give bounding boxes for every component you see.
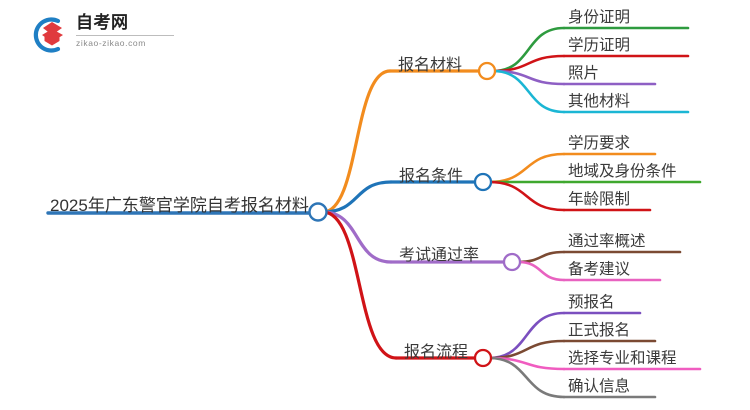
leaf-label-3-1: 正式报名 [568, 322, 631, 339]
leaf-label-0-2: 照片 [568, 65, 600, 82]
branch-node-3 [473, 348, 493, 368]
leaf-edge-1-0 [487, 152, 566, 184]
leaf-label-3-3: 确认信息 [568, 378, 631, 395]
leaf-label-3-0: 预报名 [568, 294, 615, 311]
logo-divider [76, 35, 174, 36]
leaf-label-0-1: 学历证明 [568, 37, 631, 54]
leaf-label-2-1: 备考建议 [568, 261, 631, 278]
graduation-cap-icon [33, 17, 63, 53]
leaf-label-1-1: 地域及身份条件 [568, 163, 677, 180]
branch-label-2: 考试通过率 [399, 247, 480, 264]
root-node [308, 202, 328, 222]
branch-edge-3 [321, 210, 398, 360]
branch-edge-1 [321, 180, 393, 214]
logo-title: 自考网 [76, 13, 129, 32]
mindmap-nodes [308, 61, 522, 368]
leaf-edge-2-1 [516, 260, 566, 282]
branch-edge-2 [321, 210, 393, 264]
branch-label-1: 报名条件 [399, 168, 464, 185]
branch-node-2 [502, 252, 522, 272]
leaf-edge-0-3 [491, 69, 566, 114]
branch-label-0: 报名材料 [398, 57, 463, 74]
root-label: 2025年广东警官学院自考报名材料 [50, 196, 309, 215]
branch-node-1 [473, 172, 493, 192]
branch-node-0 [477, 61, 497, 81]
logo-domain: zikao-zikao.com [76, 38, 146, 48]
branch-label-3: 报名流程 [404, 344, 469, 361]
leaf-edge-2-0 [516, 250, 566, 264]
leaf-label-3-2: 选择专业和课程 [568, 350, 677, 367]
leaf-edge-3-0 [487, 311, 566, 360]
leaf-label-0-0: 身份证明 [568, 9, 631, 26]
branch-edge-0 [321, 69, 392, 214]
leaf-label-1-2: 年龄限制 [568, 191, 631, 208]
leaf-edge-1-2 [487, 180, 566, 212]
leaf-label-2-0: 通过率概述 [568, 233, 646, 250]
mindmap-edges [46, 26, 702, 399]
leaf-label-0-3: 其他材料 [568, 93, 631, 110]
leaf-label-1-0: 学历要求 [568, 135, 631, 152]
site-logo[interactable]: 自考网 zikao-zikao.com [28, 12, 176, 58]
leaf-edge-3-3 [487, 356, 566, 399]
logo-text: 自考网 zikao-zikao.com [76, 12, 176, 50]
